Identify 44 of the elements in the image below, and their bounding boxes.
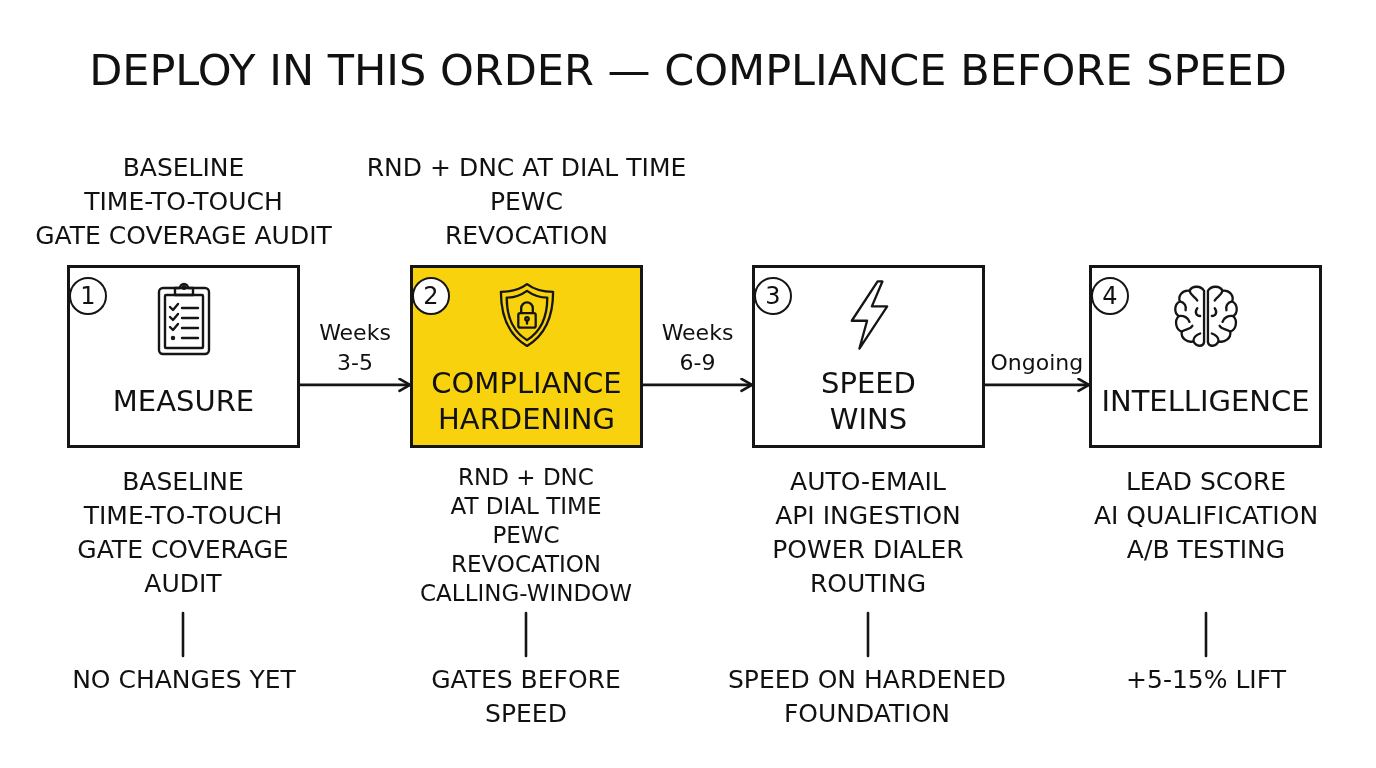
step-title: MEASURE	[112, 382, 255, 419]
list-item: BASELINE	[122, 466, 244, 498]
list-item: A/B TESTING	[1126, 534, 1286, 566]
step-title: SPEED WINS	[820, 364, 917, 437]
outcome-text: SPEED ON HARDENED FOUNDATION	[707, 656, 1027, 731]
process-box	[752, 265, 985, 448]
list-item: TIME-TO-TOUCH	[83, 500, 283, 532]
list-item: RND + DNC AT DIAL TIME	[449, 463, 603, 521]
process-box	[410, 265, 643, 448]
note-text: REVOCATION	[444, 220, 609, 252]
list-item: REVOCATION	[450, 550, 602, 579]
note-text: GATE COVERAGE AUDIT	[35, 220, 332, 252]
arrow	[641, 377, 754, 393]
outcome-text: GATES BEFORE SPEED	[406, 656, 646, 731]
list-item: LEAD SCORE	[1125, 466, 1287, 498]
step-number: 1	[69, 277, 107, 315]
list-item: POWER DIALER	[772, 534, 964, 566]
outcome-text: NO CHANGES YET	[24, 656, 344, 697]
list-item: GATE COVERAGE AUDIT	[76, 534, 290, 600]
list-item: AUTO-EMAIL	[790, 466, 946, 498]
note-text: TIME-TO-TOUCH	[84, 186, 283, 218]
list-item: API INGESTION	[775, 500, 961, 532]
list-item: CALLING-WINDOW	[420, 579, 632, 608]
connector-line	[181, 611, 185, 658]
list-item: PEWC	[492, 521, 560, 550]
outcome-text: +5-15% LIFT	[1056, 656, 1356, 697]
diagram-title: DEPLOY IN THIS ORDER — COMPLIANCE BEFORE SPEED	[89, 44, 1287, 97]
step-number: 3	[754, 277, 792, 315]
connector-line	[1204, 611, 1208, 658]
step-number: 4	[1091, 277, 1129, 315]
process-box	[1089, 265, 1322, 448]
arrow	[298, 377, 412, 393]
process-box	[67, 265, 300, 448]
list-item: AI QUALIFICATION	[1093, 500, 1319, 532]
list-item: ROUTING	[809, 568, 927, 600]
note-text: RND + DNC AT DIAL TIME	[366, 152, 687, 184]
note-text: PEWC	[489, 186, 563, 218]
step-title: COMPLIANCE HARDENING	[430, 364, 623, 437]
note-text: BASELINE	[122, 152, 245, 184]
step-number: 2	[412, 277, 450, 315]
arrow	[983, 377, 1091, 393]
connector-line	[524, 611, 528, 658]
step-title: INTELLIGENCE	[1101, 382, 1310, 419]
connector-line	[866, 611, 870, 658]
